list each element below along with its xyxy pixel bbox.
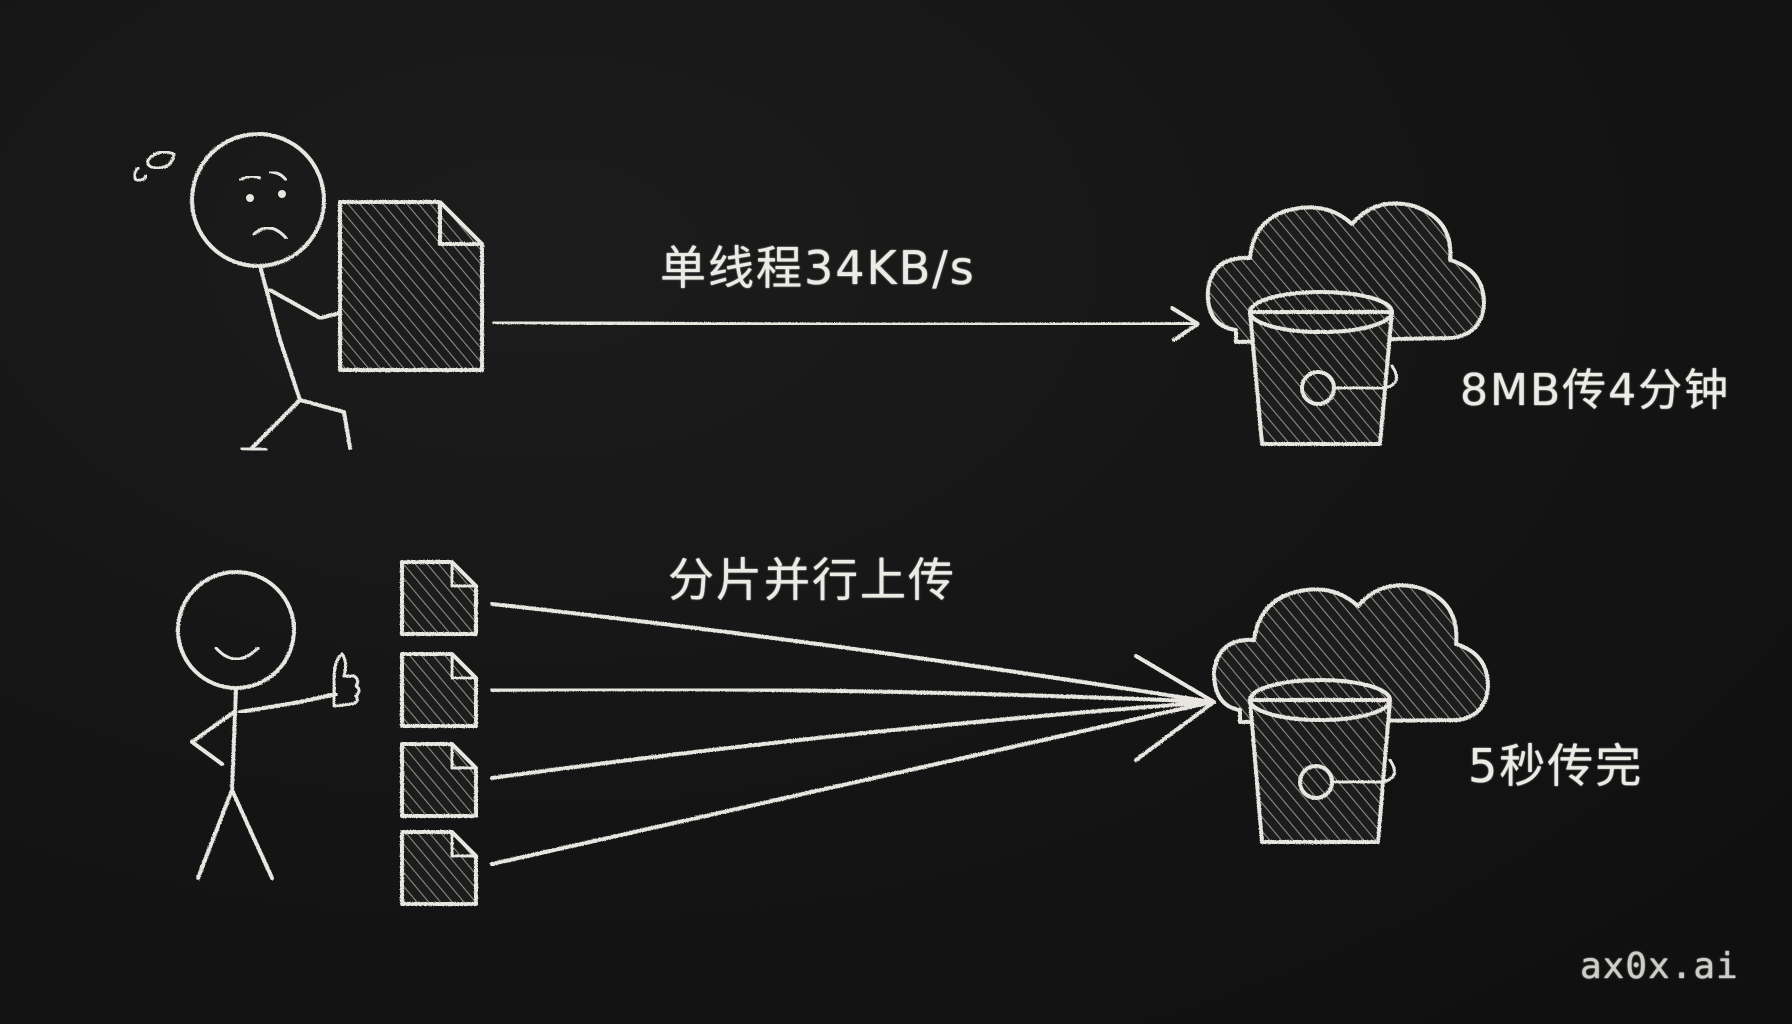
large-file-icon <box>338 200 484 372</box>
parallel-upload-label: 分片并行上传 <box>668 553 956 607</box>
parallel-upload-arrows <box>490 602 1216 866</box>
watermark: ax0x.ai <box>1580 946 1739 987</box>
fast-upload-result-label: 5秒传完 <box>1468 739 1644 793</box>
file-chunk-icon <box>400 742 478 818</box>
thumbs-up-icon <box>332 652 361 708</box>
file-chunk-icon <box>400 830 478 906</box>
happy-person-icon <box>176 570 361 882</box>
file-chunks <box>400 560 478 906</box>
file-chunk-icon <box>400 652 478 728</box>
slow-upload-result-label: 8MB传4分钟 <box>1460 365 1731 416</box>
cloud-storage-bucket-icon <box>1212 583 1490 844</box>
cloud-storage-bucket-icon <box>1205 201 1486 446</box>
single-thread-speed-label: 单线程34KB/s <box>660 241 976 295</box>
stressed-person-icon <box>132 132 370 452</box>
sweat-drop-icon <box>132 150 176 182</box>
single-thread-arrow <box>492 306 1200 342</box>
file-chunk-icon <box>400 560 478 636</box>
